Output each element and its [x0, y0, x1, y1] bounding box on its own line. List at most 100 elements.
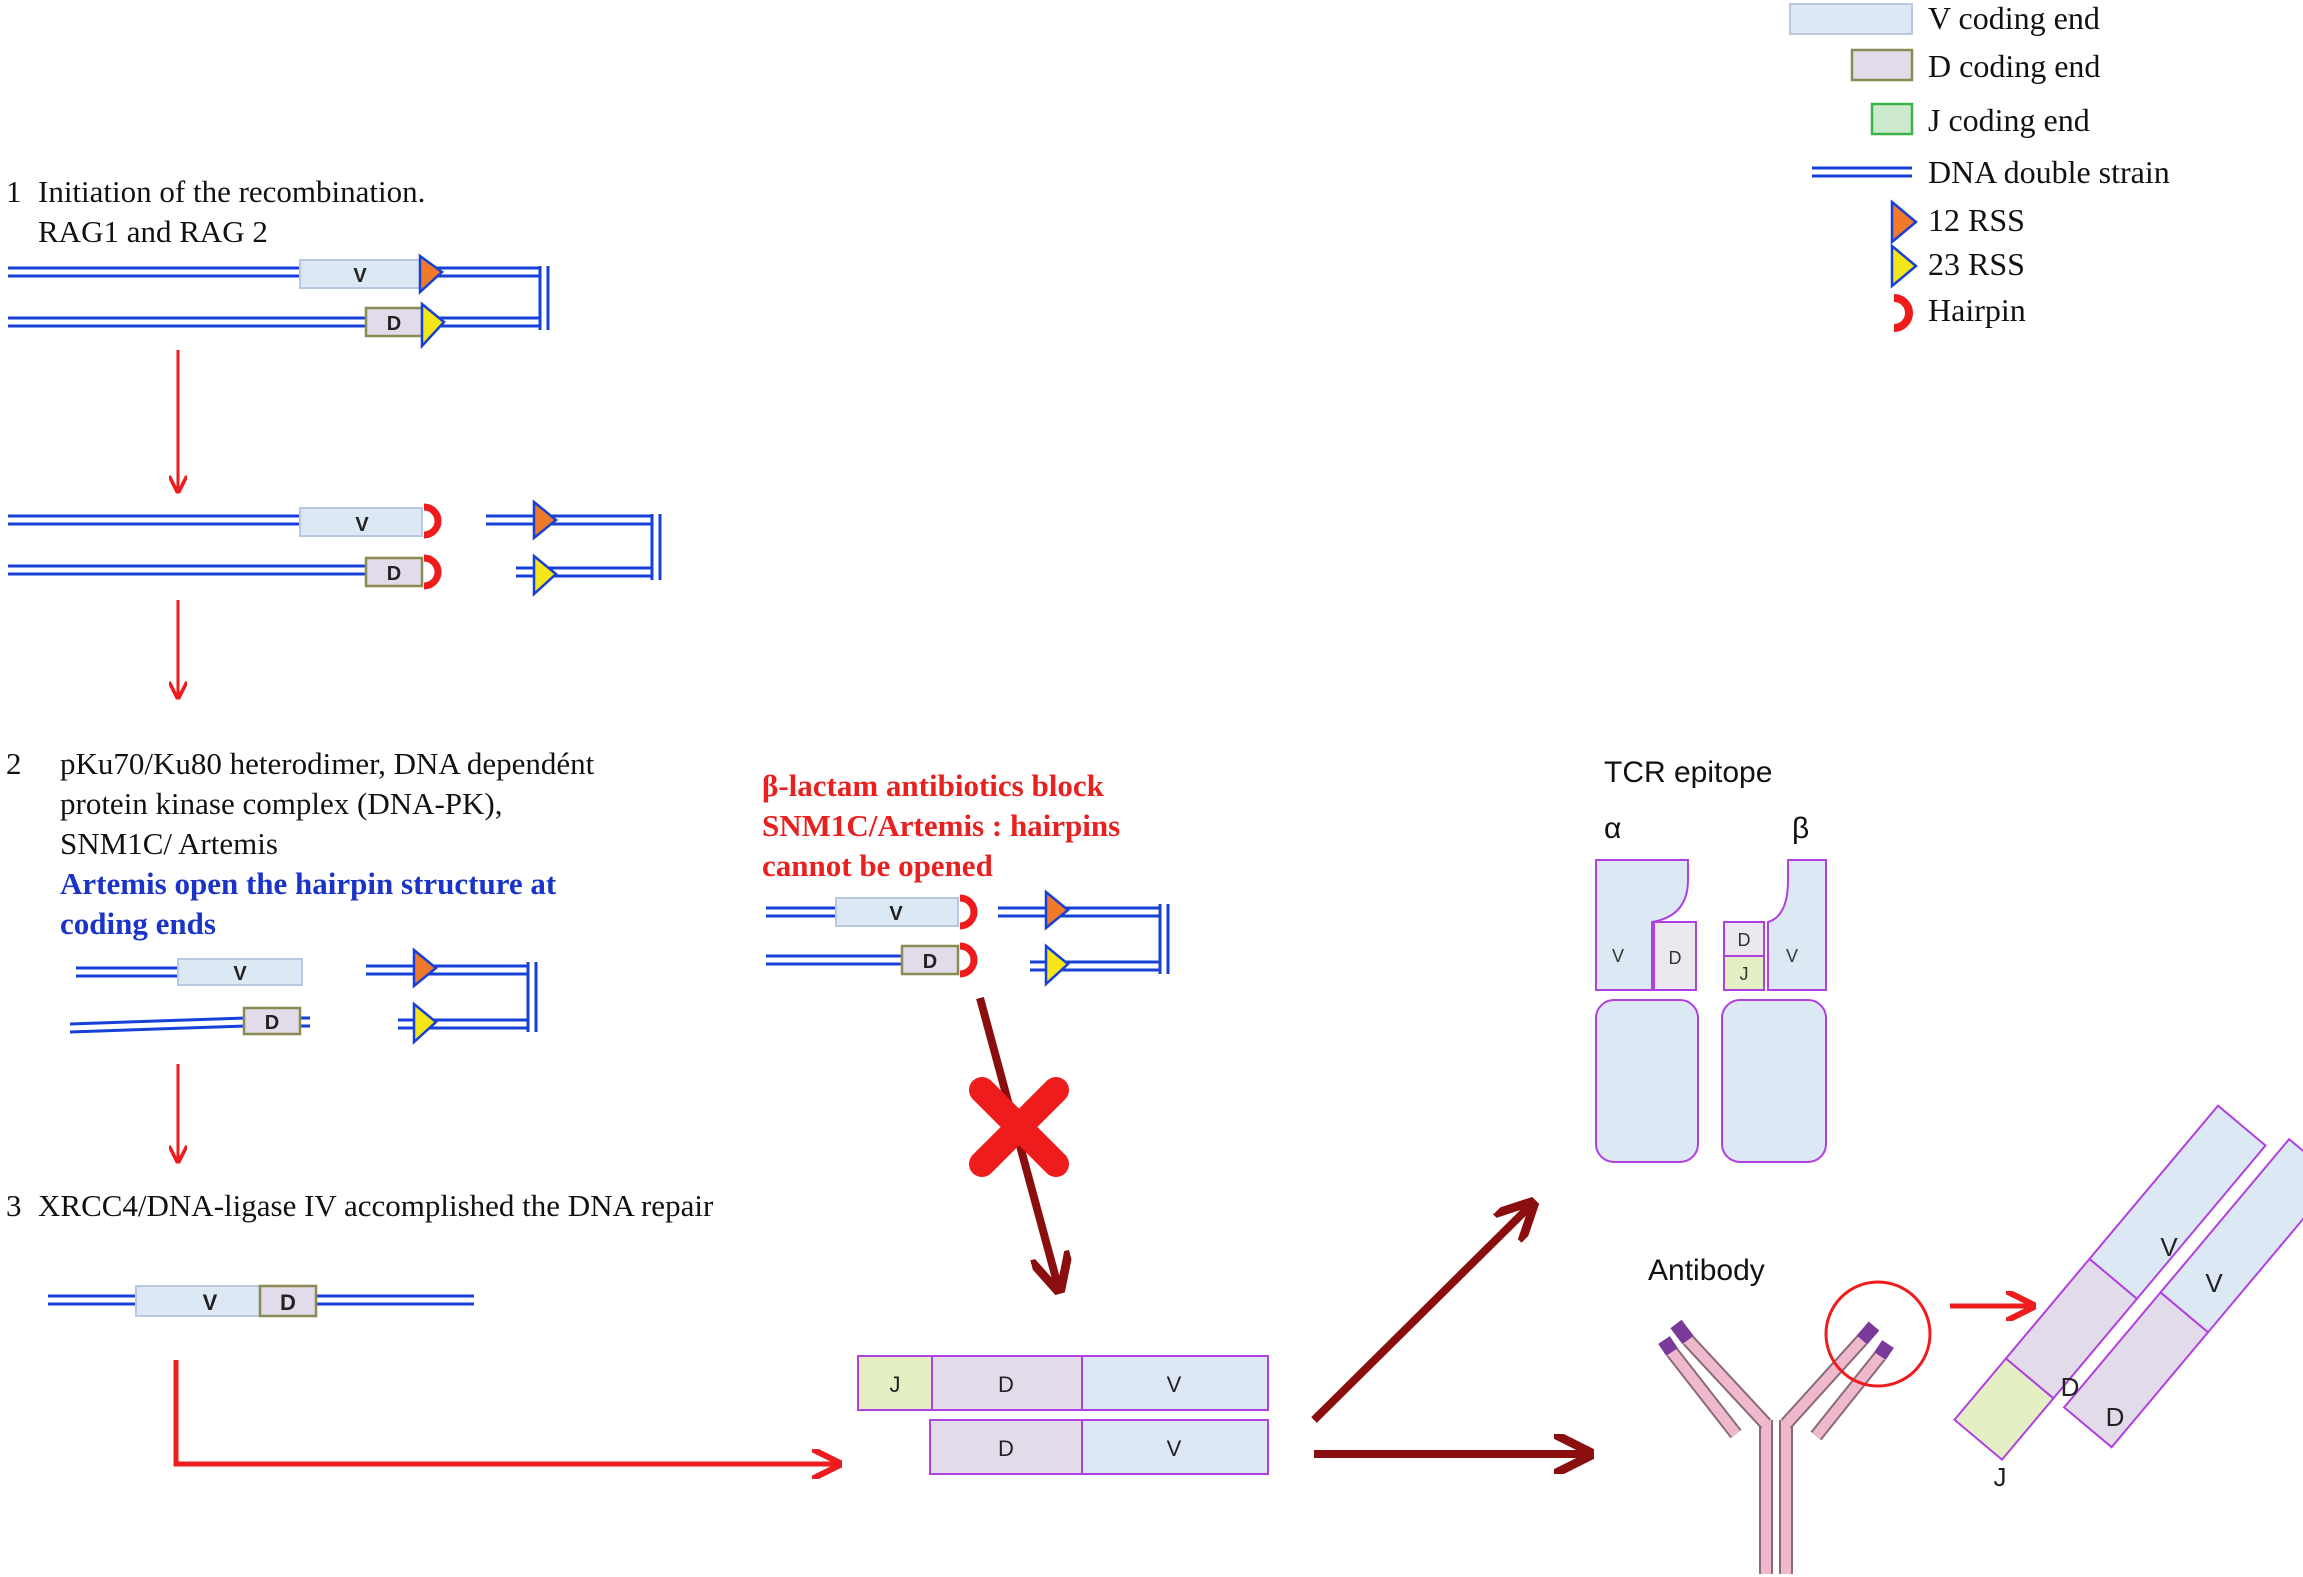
antibody-diagram	[1658, 1280, 1932, 1574]
tcr-beta-v-label: V	[1786, 946, 1798, 966]
step2-blue-line2: coding ends	[60, 906, 216, 941]
step1-d-segment	[364, 306, 424, 338]
step2-rss23	[412, 1001, 438, 1045]
step3-v-label: V	[203, 1290, 218, 1315]
step1-v-segment	[299, 259, 421, 289]
legend-j-swatch	[1870, 102, 1914, 136]
legend-hairpin-icon	[1893, 294, 1913, 332]
product-v1-label: V	[1167, 1372, 1182, 1397]
arrow-step3-to-product	[173, 1360, 836, 1464]
legend-d-label: D coding end	[1928, 48, 2101, 84]
hairpin-d-cap	[423, 554, 442, 590]
legend-v-swatch	[1789, 3, 1913, 35]
step3-v-segment	[135, 1285, 261, 1317]
legend-hairpin-label: Hairpin	[1928, 292, 2026, 328]
step3-number: 3	[6, 1188, 22, 1223]
tcr-beta-label: β	[1792, 812, 1810, 845]
hairpin-v-label: V	[355, 514, 369, 536]
block-line1: β-lactam antibiotics block	[762, 768, 1104, 803]
step2-d-label: D	[265, 1012, 279, 1034]
hairpin-rss23	[532, 553, 558, 597]
legend-dna-label: DNA double strain	[1928, 154, 2170, 190]
zoom-v1	[2088, 1104, 2267, 1301]
legend-j-label: J coding end	[1928, 102, 2090, 138]
tcr-beta-d-label: D	[1738, 930, 1751, 950]
step3-d-segment	[258, 1284, 318, 1318]
step1-rss12	[418, 253, 444, 295]
step1-title: Initiation of the recombination.	[38, 174, 426, 209]
product-v2-label: V	[1167, 1436, 1182, 1461]
tcr-alpha-label: α	[1604, 812, 1622, 845]
zoom-v2	[2159, 1137, 2303, 1334]
step2-d-segment	[242, 1006, 302, 1036]
hairpin-rss12	[532, 499, 558, 541]
step2-line3: SNM1C/ Artemis	[60, 826, 278, 861]
hairpin-d-label: D	[387, 563, 401, 585]
legend-rss12-icon	[1890, 199, 1918, 245]
step1-d-label: D	[387, 313, 401, 335]
antibody-title: Antibody	[1648, 1254, 1765, 1287]
product-v1	[1081, 1355, 1269, 1411]
arrow-to-tcr	[1311, 1206, 1530, 1423]
hairpin-v-cap	[423, 503, 442, 539]
step2-blue-line1: Artemis open the hairpin structure at	[60, 866, 557, 901]
blocked-d-hairpin	[959, 942, 978, 978]
step2-rss12	[412, 947, 438, 989]
tcr-beta-v	[1767, 859, 1827, 991]
tcr-beta-j-label: J	[1740, 964, 1749, 984]
zoomed-chains	[1953, 1104, 2303, 1462]
step3-title: XRCC4/DNA-ligase IV accomplished the DNA…	[38, 1188, 714, 1223]
legend-rss12-label: 12 RSS	[1928, 202, 2025, 238]
hairpin-v-segment	[299, 507, 423, 537]
tcr-beta-j	[1723, 955, 1765, 991]
step1-subtitle: RAG1 and RAG 2	[38, 214, 268, 249]
legend-rss23-icon	[1890, 243, 1918, 289]
tcr-alpha-v	[1595, 859, 1689, 991]
legend-dna-icon	[1812, 166, 1912, 178]
blocked-v-segment	[835, 897, 959, 927]
zoom-v2-label: V	[2205, 1268, 2223, 1298]
hairpin-stage-dna: V D	[8, 499, 662, 597]
blocked-v-hairpin	[959, 894, 978, 930]
step1-number: 1	[6, 174, 22, 209]
tcr-alpha-const	[1595, 999, 1699, 1163]
tcr-diagram: V D D J V	[1595, 859, 1827, 1163]
step1-dna: V D	[8, 253, 550, 350]
step2-number: 2	[6, 746, 22, 781]
block-line2: SNM1C/Artemis : hairpins	[762, 808, 1121, 843]
product-d2-label: D	[998, 1436, 1014, 1461]
step2-v-label: V	[233, 963, 247, 985]
step2-line1: pKu70/Ku80 heterodimer, DNA dependént	[60, 746, 595, 781]
zoom-d2-label: D	[2106, 1402, 2125, 1432]
zoom-v1-label: V	[2160, 1232, 2178, 1262]
blocked-rss23	[1044, 943, 1070, 987]
tcr-title: TCR epitope	[1604, 756, 1773, 789]
step3-d-label: D	[280, 1290, 296, 1315]
tcr-alpha-d-label: D	[1669, 948, 1682, 968]
antibody-highlight-circle	[1824, 1280, 1932, 1388]
step1-rss23	[420, 301, 446, 350]
zoom-j-label: J	[1994, 1462, 2007, 1492]
blocked-rss12	[1044, 889, 1070, 931]
blocked-d-segment	[900, 944, 960, 976]
step2-line2: protein kinase complex (DNA-PK),	[60, 786, 503, 821]
tcr-beta-const	[1721, 999, 1827, 1163]
legend	[1789, 3, 1918, 332]
step2-v-segment	[177, 958, 303, 986]
tcr-alpha-v-label: V	[1612, 946, 1624, 966]
zoom-d1-label: D	[2061, 1372, 2080, 1402]
legend-v-label: V coding end	[1928, 0, 2100, 36]
legend-rss23-label: 23 RSS	[1928, 246, 2025, 282]
product-d2	[929, 1419, 1083, 1475]
product-v2	[1081, 1419, 1269, 1475]
step2-dna: V D	[69, 947, 538, 1045]
blocked-d-label: D	[923, 951, 937, 973]
block-line3: cannot be opened	[762, 848, 993, 883]
step1-v-label: V	[353, 265, 367, 287]
block-x-icon	[969, 1077, 1069, 1177]
legend-d-swatch	[1850, 48, 1914, 82]
tcr-alpha-d	[1653, 921, 1697, 991]
product-d1	[931, 1355, 1083, 1411]
blocked-dna: V D	[766, 889, 1170, 987]
